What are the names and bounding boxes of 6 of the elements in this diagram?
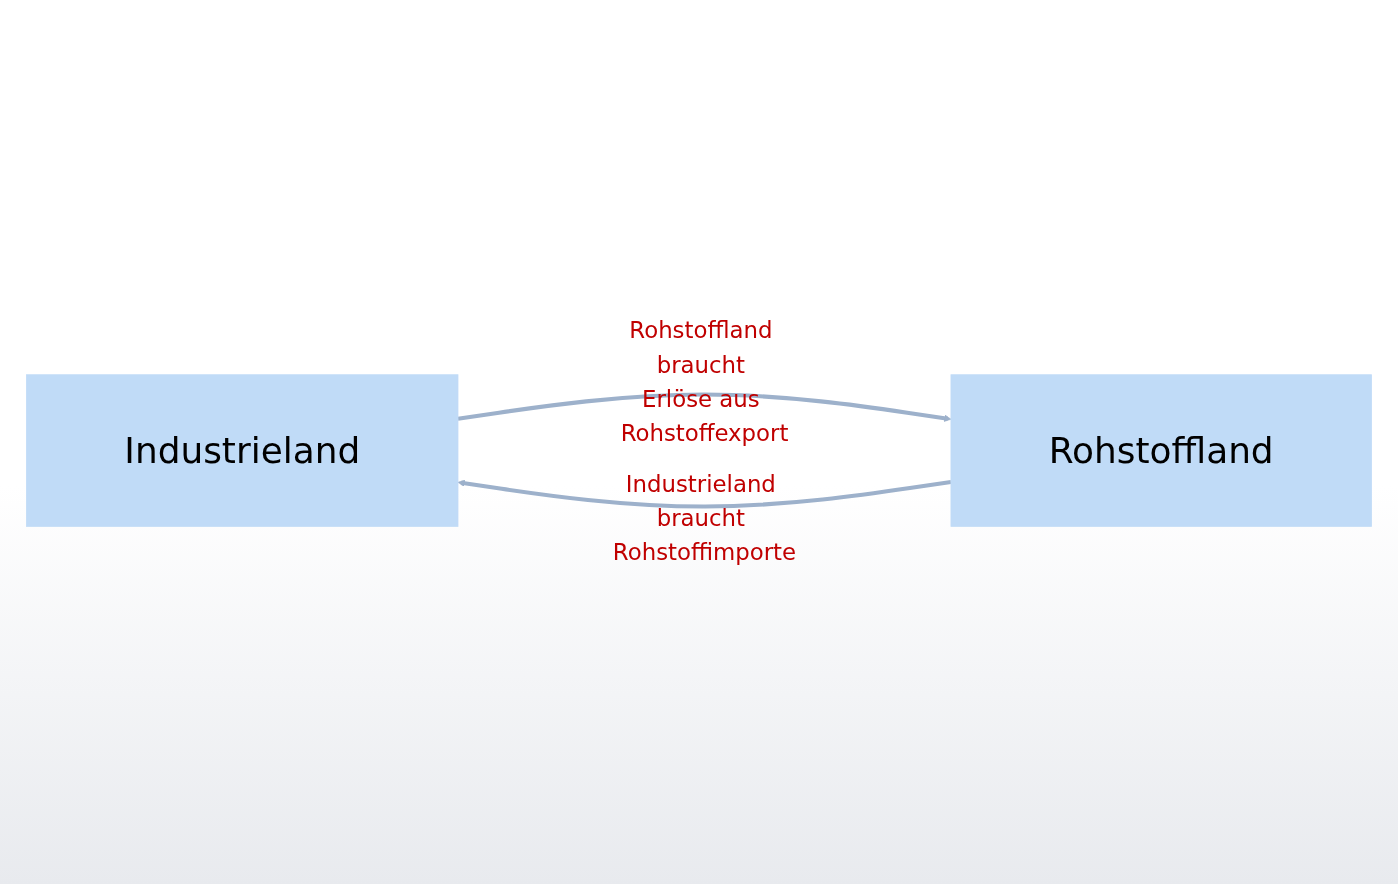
edge-label: Rohstoffland braucht Erlöse aus Rohstoffexport bbox=[620, 317, 789, 447]
arrow bbox=[457, 392, 952, 422]
edge-label: Industrieland braucht Rohstoffimporte bbox=[612, 470, 797, 566]
node-box: Industrieland bbox=[26, 374, 459, 527]
node-box: Rohstoffland bbox=[950, 374, 1372, 527]
arrow bbox=[457, 479, 952, 509]
